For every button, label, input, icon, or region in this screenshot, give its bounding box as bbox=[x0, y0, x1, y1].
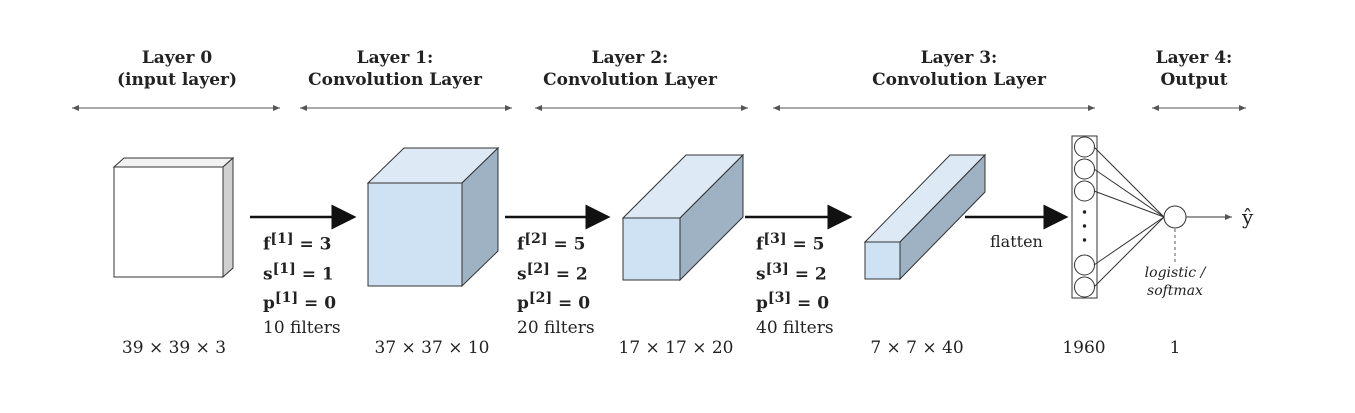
layer1-header: Layer 1: Convolution Layer bbox=[295, 47, 495, 91]
layer2-dims: 17 × 17 × 20 bbox=[618, 338, 734, 358]
conv2-volume bbox=[621, 153, 745, 282]
conv1-f: f[1] = 3 bbox=[263, 231, 332, 255]
output-connections bbox=[1093, 146, 1165, 288]
conv2-p: p[2] = 0 bbox=[517, 290, 591, 314]
conv3-volume bbox=[863, 153, 987, 281]
conv2-filters: 20 filters bbox=[517, 317, 595, 338]
input-volume bbox=[112, 156, 235, 279]
layer0-title-line1: Layer 0 bbox=[141, 48, 213, 68]
activation-label: logistic / softmax bbox=[1133, 264, 1217, 300]
layer4-dims: 1 bbox=[1169, 338, 1181, 358]
layer3-dims: 7 × 7 × 40 bbox=[870, 338, 964, 358]
layer2-title-line1: Layer 2: bbox=[591, 48, 669, 68]
conv1-volume bbox=[366, 146, 500, 288]
layer0-dims: 39 × 39 × 3 bbox=[121, 338, 227, 358]
layer3-title-line1: Layer 3: bbox=[920, 48, 998, 68]
layer1-dims: 37 × 37 × 10 bbox=[374, 338, 490, 358]
layer2-title-line2: Convolution Layer bbox=[543, 70, 717, 90]
output-y-hat: ŷ bbox=[1242, 205, 1254, 229]
conv3-p: p[3] = 0 bbox=[756, 290, 830, 314]
output-neuron bbox=[1163, 205, 1187, 229]
layer3-header: Layer 3: Convolution Layer bbox=[859, 47, 1059, 91]
conv2-s: s[2] = 2 bbox=[517, 260, 588, 285]
layer4-header: Layer 4: Output bbox=[1144, 47, 1244, 91]
conv1-s: s[1] = 1 bbox=[263, 260, 334, 285]
layer0-header: Layer 0 (input layer) bbox=[102, 47, 252, 91]
layer0-title-line2: (input layer) bbox=[116, 70, 238, 90]
conv3-params: f[3] = 5 s[3] = 2 p[3] = 0 40 filters bbox=[756, 227, 834, 340]
flatten-dims: 1960 bbox=[1062, 338, 1106, 358]
conv2-params: f[2] = 5 s[2] = 2 p[2] = 0 20 filters bbox=[517, 227, 595, 340]
conv1-params: f[1] = 3 s[1] = 1 p[1] = 0 10 filters bbox=[263, 227, 341, 340]
conv3-f: f[3] = 5 bbox=[756, 231, 825, 255]
flatten-label: flatten bbox=[990, 232, 1043, 251]
conv1-p: p[1] = 0 bbox=[263, 290, 337, 314]
layer1-title-line1: Layer 1: bbox=[356, 48, 434, 68]
flattened-vector bbox=[1071, 135, 1098, 299]
conv1-filters: 10 filters bbox=[263, 317, 341, 338]
conv2-f: f[2] = 5 bbox=[517, 231, 586, 255]
layer1-title-line2: Convolution Layer bbox=[308, 70, 482, 90]
layer2-header: Layer 2: Convolution Layer bbox=[530, 47, 730, 91]
layer3-title-line2: Convolution Layer bbox=[872, 70, 1046, 90]
layer4-title-line1: Layer 4: bbox=[1155, 48, 1233, 68]
conv3-filters: 40 filters bbox=[756, 317, 834, 338]
conv3-s: s[3] = 2 bbox=[756, 260, 827, 285]
activation-line2: softmax bbox=[1147, 283, 1203, 299]
layer4-title-line2: Output bbox=[1160, 70, 1228, 90]
activation-line1: logistic / bbox=[1144, 265, 1206, 281]
